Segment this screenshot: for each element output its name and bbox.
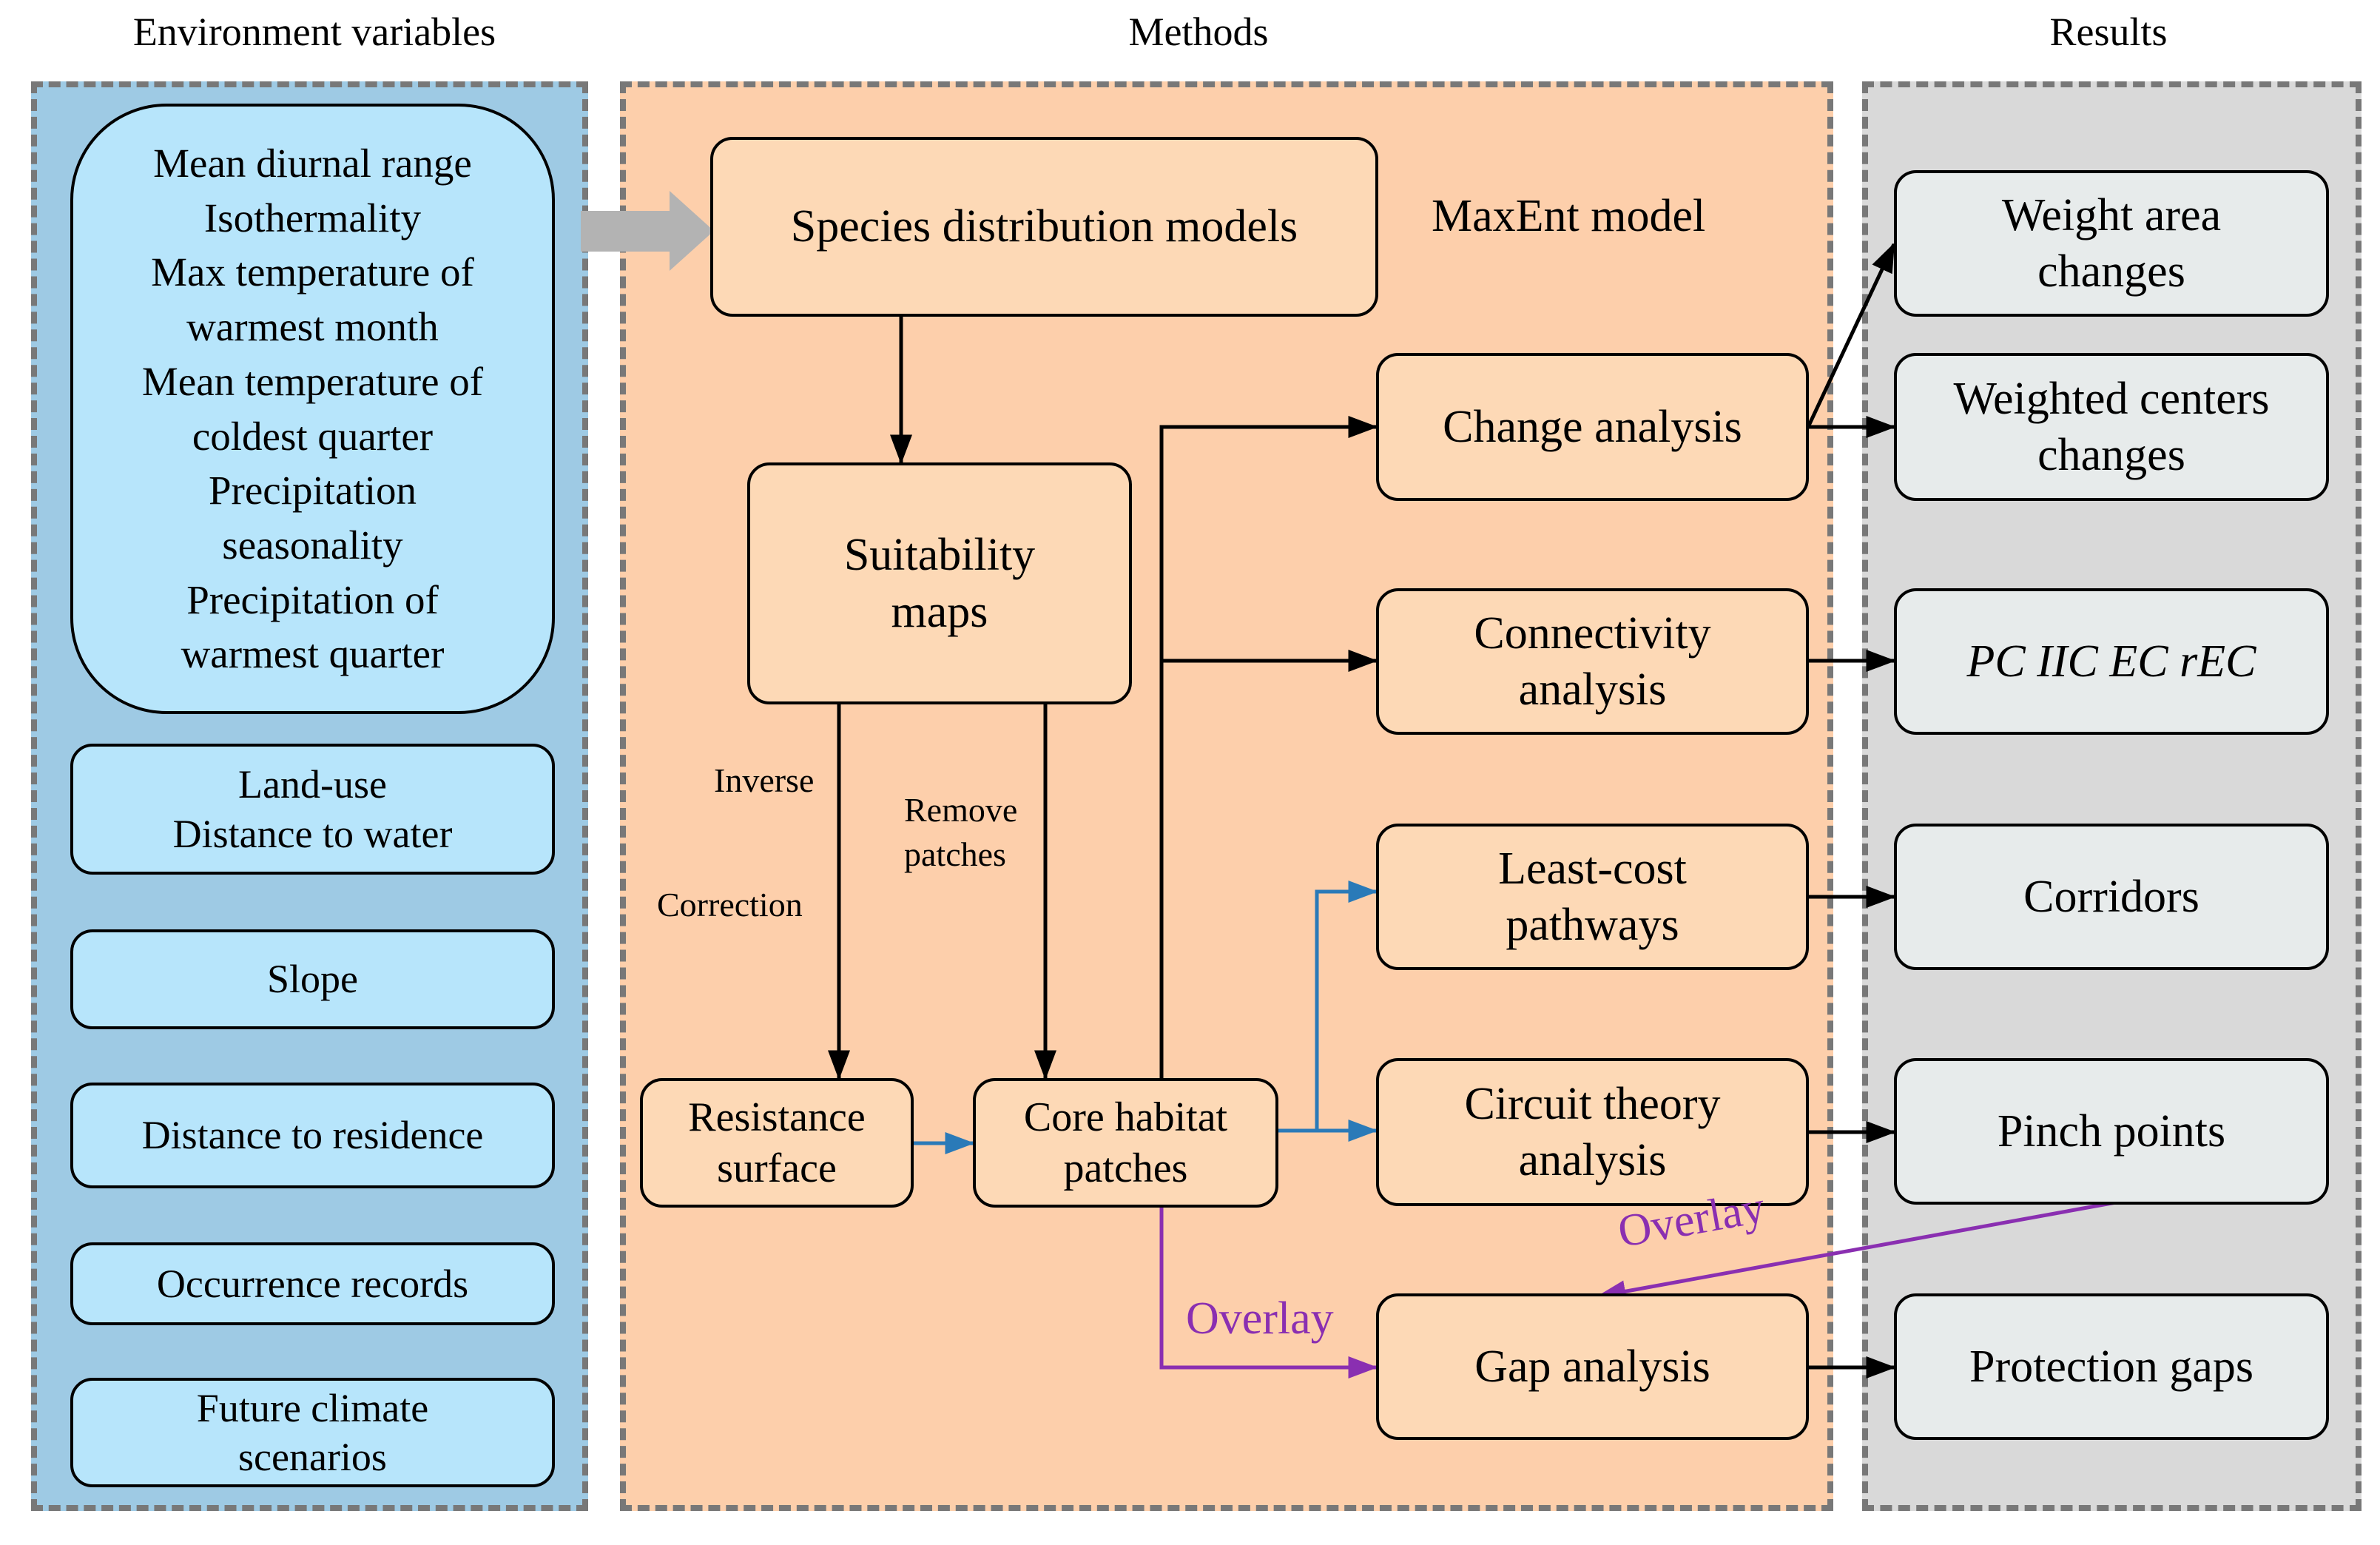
- circuit-theory-analysis-box: Circuit theory analysis: [1376, 1058, 1809, 1206]
- inverse-label: Inverse: [714, 761, 815, 799]
- connectivity-analysis-box: Connectivity analysis: [1376, 588, 1809, 735]
- maxent-model-label: MaxEnt model: [1432, 191, 1706, 241]
- pinch-points-box: Pinch points: [1894, 1058, 2329, 1205]
- least-cost-pathways-box: Least-cost pathways: [1376, 824, 1809, 970]
- core-habitat-patches-box: Core habitat patches: [973, 1078, 1278, 1208]
- correction-label: Correction: [657, 886, 803, 923]
- connectivity-indices-box: PC IIC EC rEC: [1894, 588, 2329, 735]
- weight-area-changes-box: Weight area changes: [1894, 170, 2329, 317]
- climate-variables-box: Mean diurnal range Isothermality Max tem…: [70, 104, 555, 714]
- protection-gaps-box: Protection gaps: [1894, 1293, 2329, 1440]
- slope-box: Slope: [70, 929, 555, 1029]
- change-analysis-box: Change analysis: [1376, 353, 1809, 501]
- gap-analysis-box: Gap analysis: [1376, 1293, 1809, 1440]
- suitability-maps-box: Suitability maps: [747, 462, 1132, 704]
- landuse-water-box: Land-use Distance to water: [70, 744, 555, 875]
- column-title-environment: Environment variables: [132, 10, 496, 54]
- column-title-methods: Methods: [1128, 10, 1269, 54]
- overlay-label-core: Overlay: [1186, 1293, 1334, 1344]
- results-panel: [1862, 81, 2362, 1511]
- species-distribution-models-box: Species distribution models: [710, 137, 1378, 317]
- column-title-results: Results: [2049, 10, 2168, 54]
- corridors-box: Corridors: [1894, 824, 2329, 970]
- resistance-surface-box: Resistance surface: [640, 1078, 914, 1208]
- occurrence-records-box: Occurrence records: [70, 1242, 555, 1325]
- weighted-centers-changes-box: Weighted centers changes: [1894, 353, 2329, 501]
- future-climate-box: Future climate scenarios: [70, 1378, 555, 1487]
- remove-patches-label: Remove patches: [904, 791, 1018, 873]
- distance-to-residence-box: Distance to residence: [70, 1083, 555, 1188]
